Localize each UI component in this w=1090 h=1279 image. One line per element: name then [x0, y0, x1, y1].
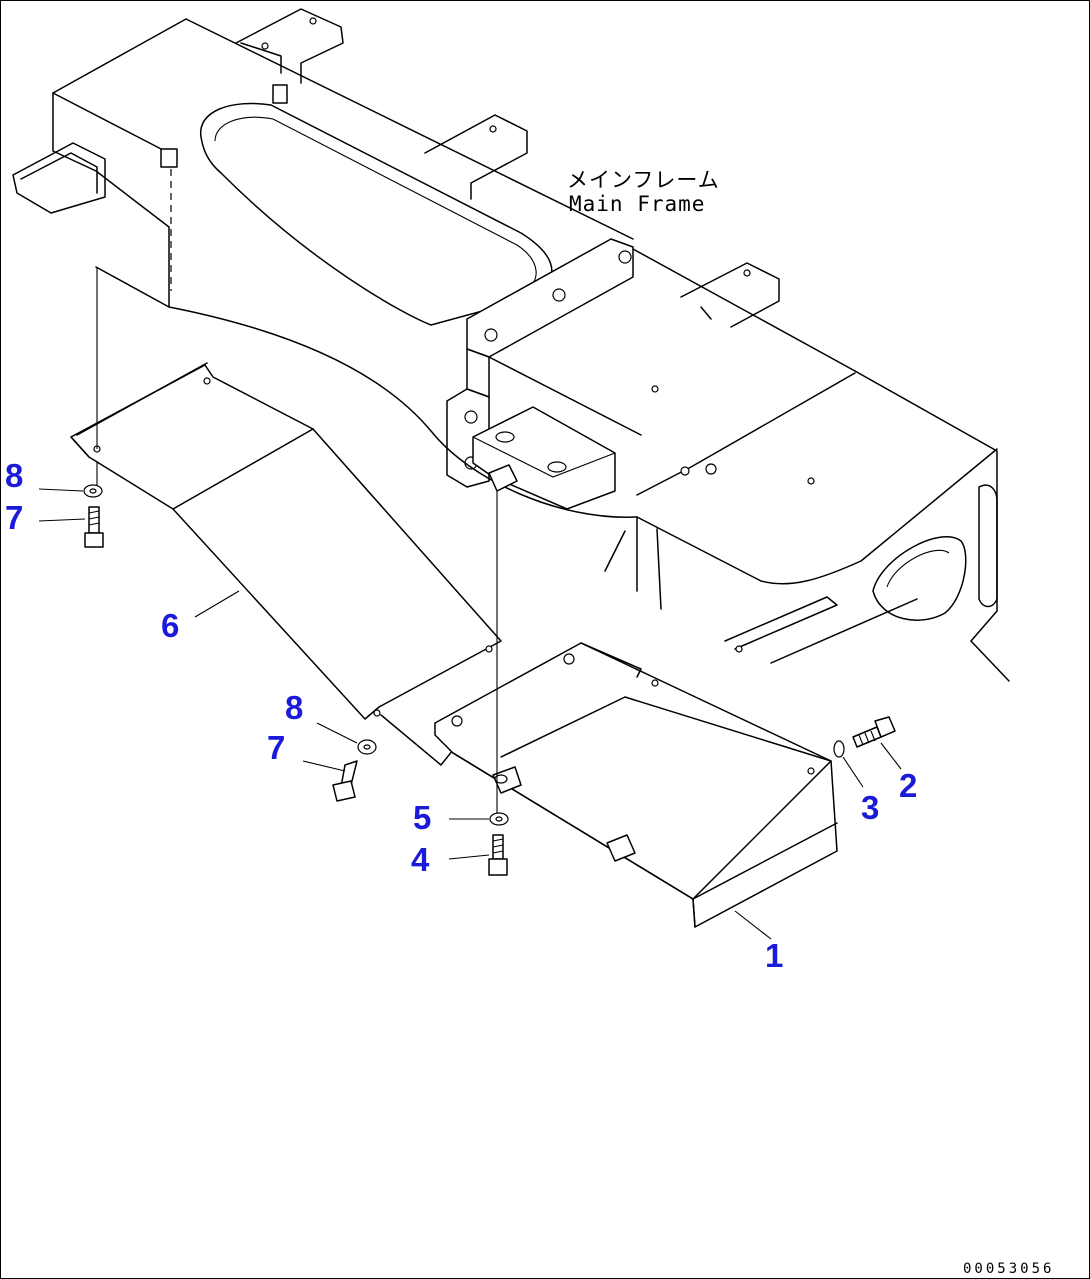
- callout-8b: 8: [285, 689, 303, 726]
- part-1-tray-cover: [434, 642, 838, 928]
- callout-7a: 7: [5, 499, 23, 536]
- callout-leaders: [38, 488, 902, 940]
- callout-3: 3: [861, 789, 879, 826]
- callout-6: 6: [161, 607, 179, 644]
- callout-7b: 7: [267, 729, 285, 766]
- main-frame: [12, 8, 1010, 682]
- washer-3: [833, 740, 845, 758]
- assembly-lines: [96, 267, 498, 819]
- main-frame-label-en: Main Frame: [569, 192, 705, 216]
- bolt-2: [852, 716, 896, 748]
- callout-4: 4: [411, 841, 430, 878]
- main-frame-label-jp: メインフレーム: [567, 168, 720, 192]
- drawing-number: 00053056: [963, 1261, 1054, 1277]
- callout-1: 1: [765, 937, 783, 974]
- bolt-7b: [332, 760, 358, 802]
- bolt-4: [488, 834, 508, 876]
- callout-5: 5: [413, 799, 431, 836]
- callout-8a: 8: [5, 457, 23, 494]
- part-6-cover-plate: [70, 362, 502, 766]
- bolt-7a: [84, 506, 104, 548]
- callout-2: 2: [899, 767, 917, 804]
- hardware: [83, 484, 896, 876]
- main-frame-label: メインフレーム Main Frame: [567, 168, 720, 216]
- callout-numbers: 8 7 6 8 7 5 4 3 2 1: [5, 457, 917, 974]
